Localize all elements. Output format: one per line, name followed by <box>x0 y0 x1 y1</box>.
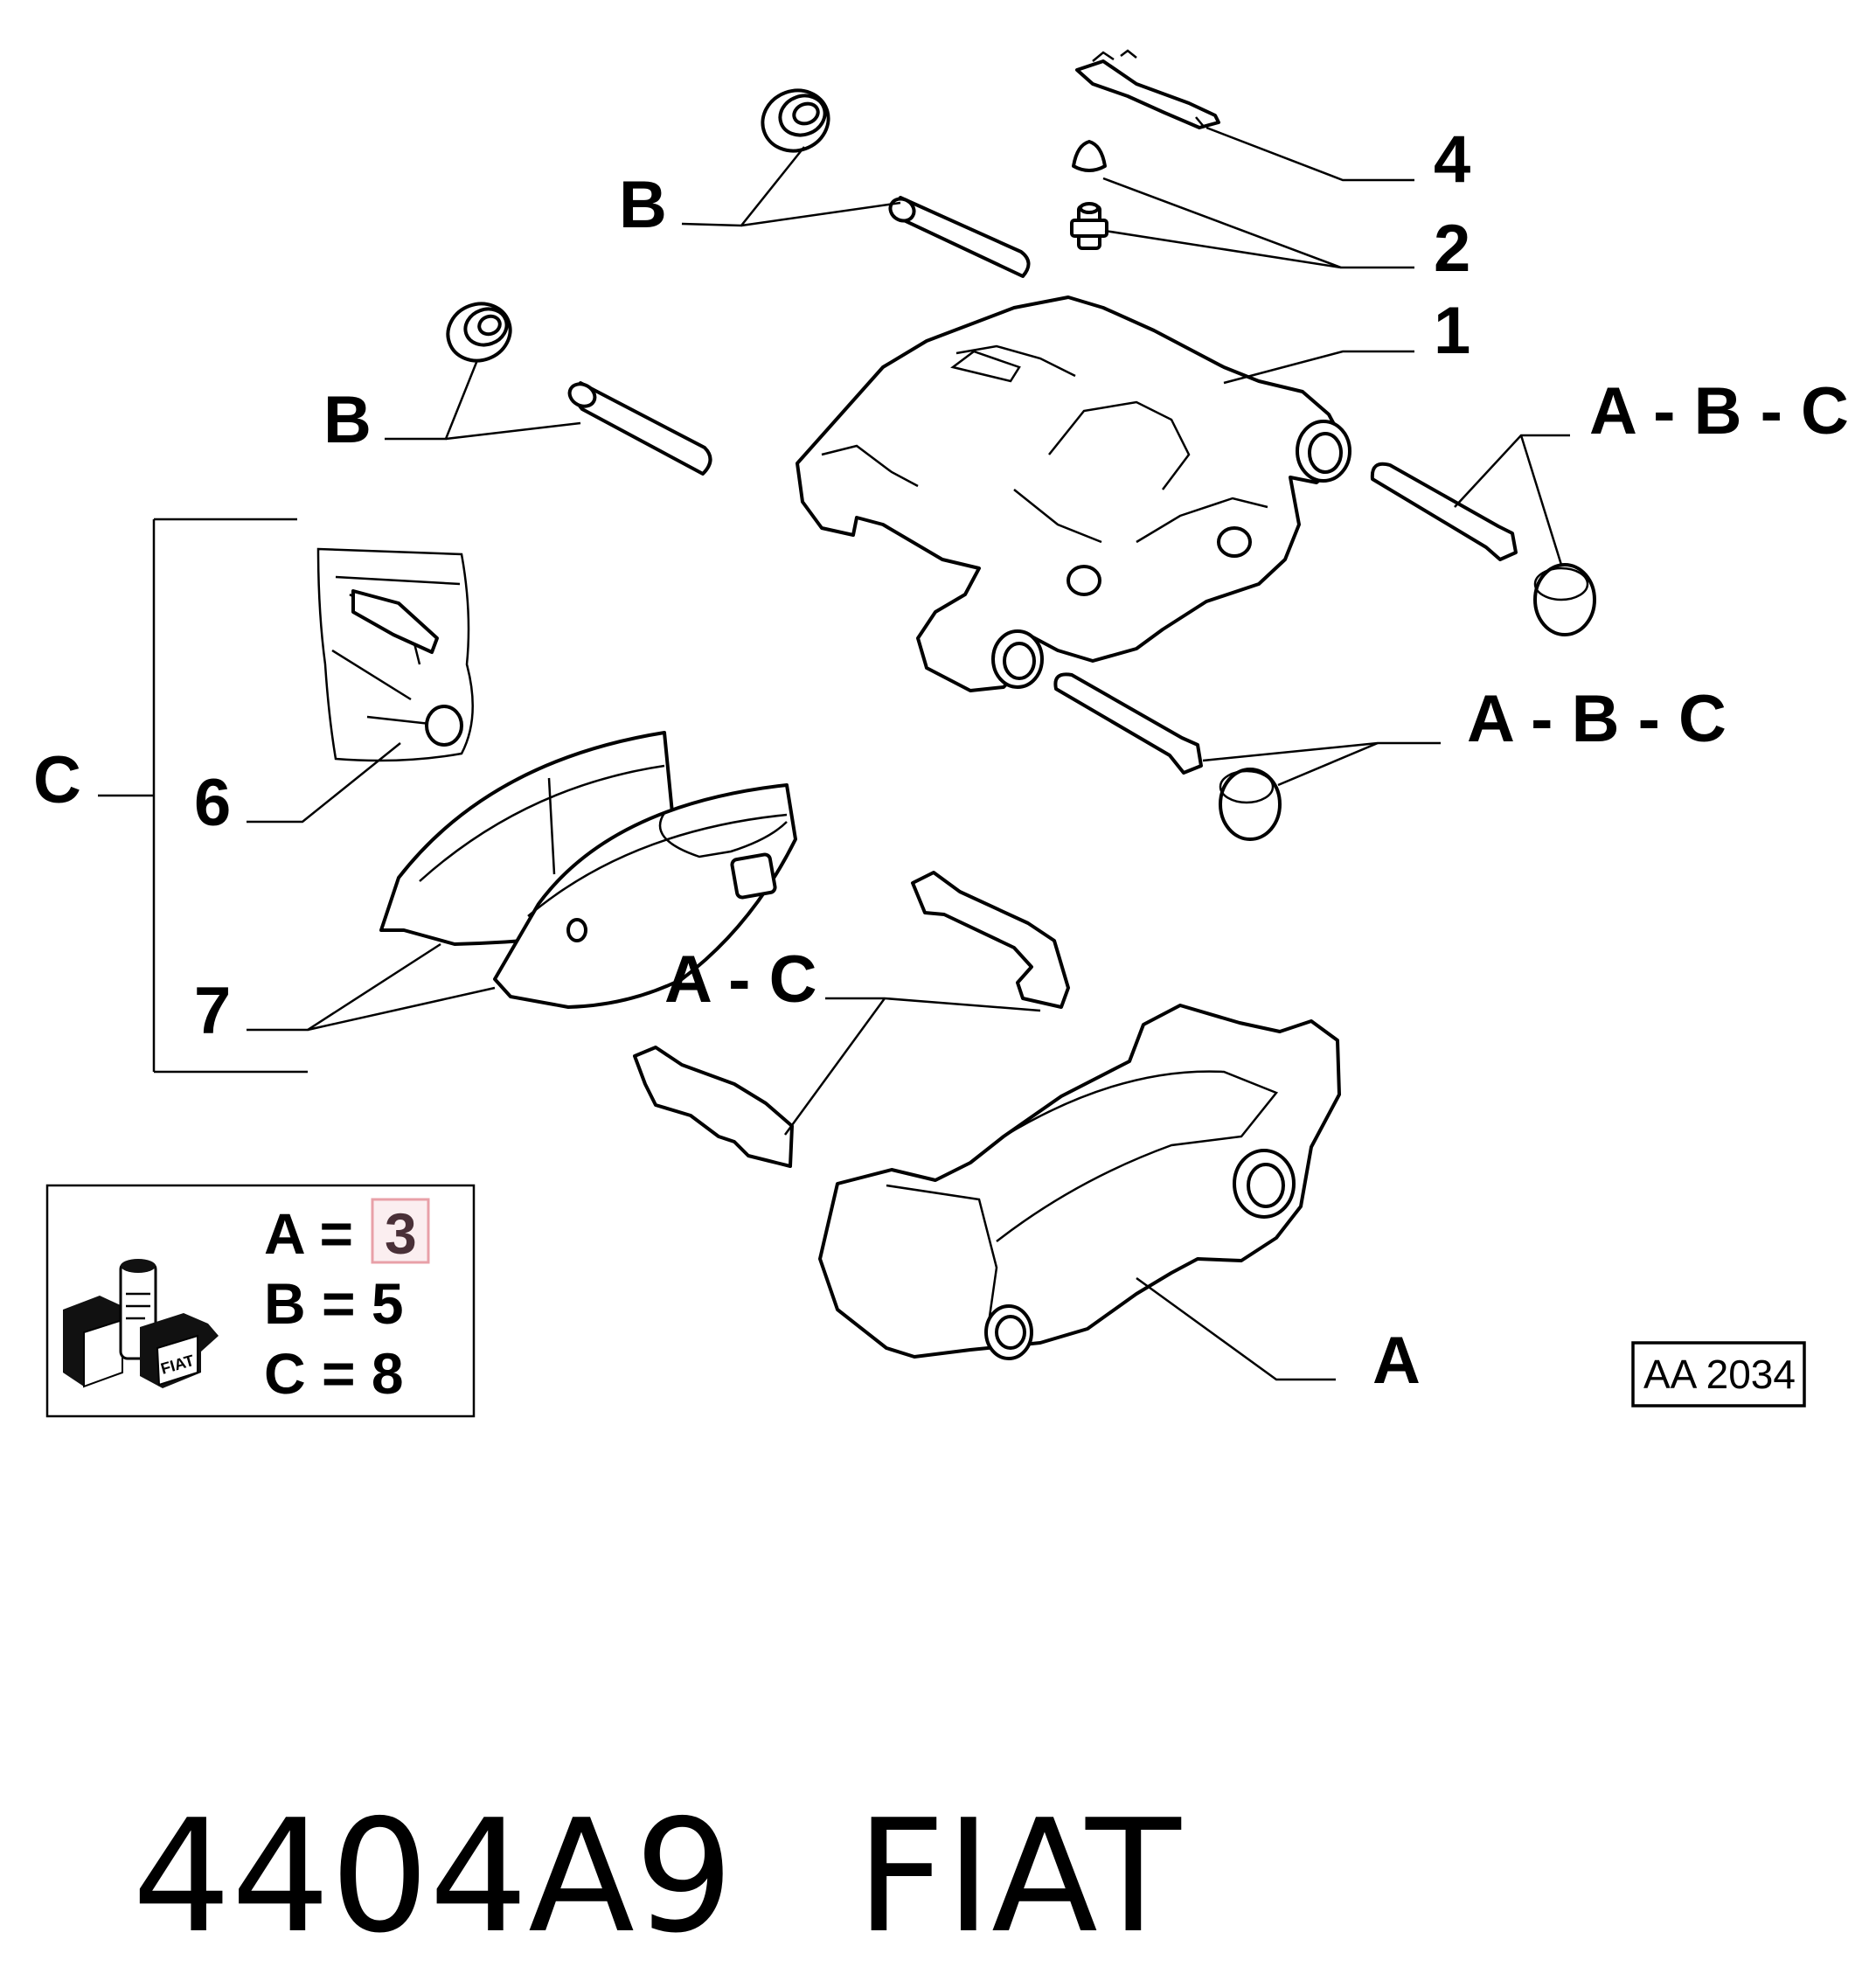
leader-lines <box>98 126 1570 1381</box>
legend-line-c: C = 8 <box>264 1341 404 1406</box>
upper-bolt-part <box>1370 462 1518 561</box>
callout-b-upper: B <box>619 168 667 242</box>
legend-line-a-label: A = <box>264 1201 353 1266</box>
lower-bushing-part <box>446 302 512 363</box>
lower-anti-rattle-clip-part <box>633 1046 794 1168</box>
upper-anti-rattle-clip-part <box>911 871 1070 1009</box>
footer-part-number: 4404A9 <box>132 1786 734 1967</box>
callout-abc-upper: A - B - C <box>1589 374 1849 448</box>
bleed-screw-part <box>1070 202 1108 250</box>
callout-item-1: 1 <box>1434 294 1470 368</box>
hardware-kit-bag-part <box>316 547 474 762</box>
lower-dust-cap-part <box>1219 768 1282 841</box>
callout-item-6: 6 <box>194 766 231 840</box>
caliper-body-part <box>796 295 1351 692</box>
drawing-code-box: AA 2034 <box>1631 1341 1806 1407</box>
legend-line-a-value: 3 <box>385 1201 417 1266</box>
callout-a-bracket: A <box>1372 1324 1421 1398</box>
upper-bushing-part <box>761 88 830 153</box>
legend-line-b: B = 5 <box>264 1271 404 1336</box>
lower-bolt-part <box>1053 672 1203 775</box>
legend-a-highlight <box>371 1198 430 1264</box>
upper-dust-cap-part <box>1533 563 1596 636</box>
callout-ac: A - C <box>664 942 817 1017</box>
callout-item-2: 2 <box>1434 212 1470 286</box>
kit-legend-box: FIAT A = 3 B = 5 C = 8 <box>45 1184 476 1418</box>
drawing-code-text: AA 2034 <box>1643 1352 1796 1397</box>
brake-caliper-exploded-diagram: 4 2 1 B B A - B - C A - B - C C 6 7 A - … <box>33 49 1849 1418</box>
bleed-cap-part <box>1072 140 1107 172</box>
lower-guide-pin-part <box>567 381 712 476</box>
callout-item-7: 7 <box>194 974 231 1048</box>
spring-clip-part <box>1075 49 1220 129</box>
caliper-bracket-part <box>818 1004 1341 1360</box>
callout-c-bracket: C <box>33 743 81 817</box>
callout-b-lower: B <box>323 383 372 457</box>
inner-brake-pad-part <box>493 783 797 1009</box>
callout-item-4: 4 <box>1434 122 1470 197</box>
callout-abc-lower: A - B - C <box>1467 682 1727 756</box>
upper-guide-pin-part <box>888 196 1031 278</box>
footer-brand: FIAT <box>856 1786 1181 1967</box>
parts-box-logo-icon: FIAT <box>63 1259 219 1388</box>
